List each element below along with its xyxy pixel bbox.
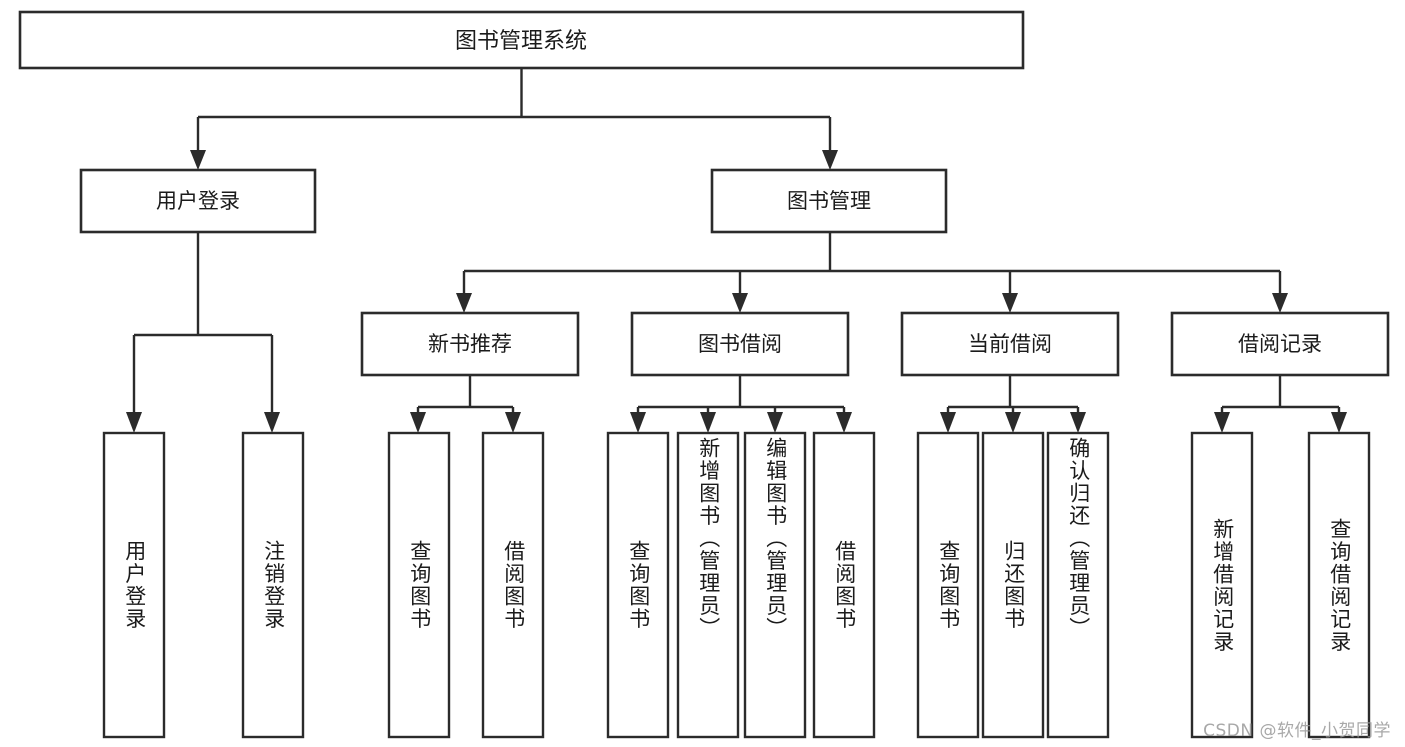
leaf-box-add-book[interactable] — [676, 431, 740, 739]
leaf-box-edit-book[interactable] — [743, 431, 807, 739]
arrow-head-leaf-return-book — [1005, 412, 1021, 433]
node-box-book-borrow[interactable] — [630, 311, 850, 377]
connector-group-book-borrow — [630, 375, 852, 433]
arrow-head-new-book-rec — [456, 293, 472, 313]
leaf-box-borrow-book-a[interactable] — [481, 431, 545, 739]
leaf-box-logout[interactable] — [241, 431, 305, 739]
node-box-current-borrow[interactable] — [900, 311, 1120, 377]
arrow-head-leaf-confirm-return — [1070, 412, 1086, 433]
arrow-head-book-mgmt — [822, 150, 838, 170]
leaf-box-query-book-b[interactable] — [606, 431, 670, 739]
node-label-root: 图书管理系统 — [455, 29, 587, 54]
arrow-head-book-borrow — [732, 293, 748, 313]
node-label-current-borrow: 当前借阅 — [968, 332, 1052, 356]
leaf-box-confirm-return[interactable] — [1046, 431, 1110, 739]
arrow-head-leaf-query-book-b — [630, 412, 646, 433]
leaf-box-borrow-book-b[interactable] — [812, 431, 876, 739]
node-label-new-book-recommend: 新书推荐 — [428, 332, 512, 356]
node-user-login[interactable]: 用户登录 — [79, 168, 317, 234]
arrow-head-leaf-add-book — [700, 412, 716, 433]
leaf-box-group — [102, 431, 1371, 739]
node-root-book-management-system[interactable]: 图书管理系统 — [18, 10, 1025, 70]
node-box-new-book-recommend[interactable] — [360, 311, 580, 377]
leaf-box-user-login[interactable] — [102, 431, 166, 739]
connector-group-borrow-record — [1214, 375, 1347, 433]
arrow-head-current-borrow — [1002, 293, 1018, 313]
node-box-root[interactable] — [18, 10, 1025, 70]
arrow-head-user-login — [190, 150, 206, 170]
leaf-box-query-record[interactable] — [1307, 431, 1371, 739]
connector-group-user-login — [126, 232, 280, 433]
connector-group-book-mgmt — [456, 232, 1288, 313]
arrow-head-leaf-edit-book — [767, 412, 783, 433]
arrow-head-leaf-user-login — [126, 412, 142, 433]
node-box-book-management[interactable] — [710, 168, 948, 234]
node-new-book-recommend[interactable]: 新书推荐 — [360, 311, 580, 377]
connector-group-new-book-rec — [410, 375, 521, 433]
leaf-box-add-record[interactable] — [1190, 431, 1254, 739]
leaf-box-return-book[interactable] — [981, 431, 1045, 739]
node-label-borrow-record: 借阅记录 — [1238, 332, 1322, 356]
arrow-head-leaf-query-book-a — [410, 412, 426, 433]
node-book-borrow[interactable]: 图书借阅 — [630, 311, 850, 377]
arrow-head-leaf-logout — [264, 412, 280, 433]
connector-group-root — [190, 68, 838, 170]
node-current-borrow[interactable]: 当前借阅 — [900, 311, 1120, 377]
arrow-head-leaf-query-record — [1331, 412, 1347, 433]
arrow-head-borrow-record — [1272, 293, 1288, 313]
leaf-box-query-book-c[interactable] — [916, 431, 980, 739]
arrow-head-leaf-borrow-book-b — [836, 412, 852, 433]
arrow-head-leaf-add-record — [1214, 412, 1230, 433]
node-label-book-management: 图书管理 — [787, 189, 871, 213]
node-box-user-login[interactable] — [79, 168, 317, 234]
leaf-box-query-book-a[interactable] — [387, 431, 451, 739]
node-book-management[interactable]: 图书管理 — [710, 168, 948, 234]
node-borrow-record[interactable]: 借阅记录 — [1170, 311, 1390, 377]
node-label-user-login: 用户登录 — [156, 189, 240, 213]
connector-group-current-borrow — [940, 375, 1086, 433]
node-label-book-borrow: 图书借阅 — [698, 332, 782, 356]
node-box-borrow-record[interactable] — [1170, 311, 1390, 377]
arrow-head-leaf-borrow-book-a — [505, 412, 521, 433]
arrow-head-leaf-query-book-c — [940, 412, 956, 433]
